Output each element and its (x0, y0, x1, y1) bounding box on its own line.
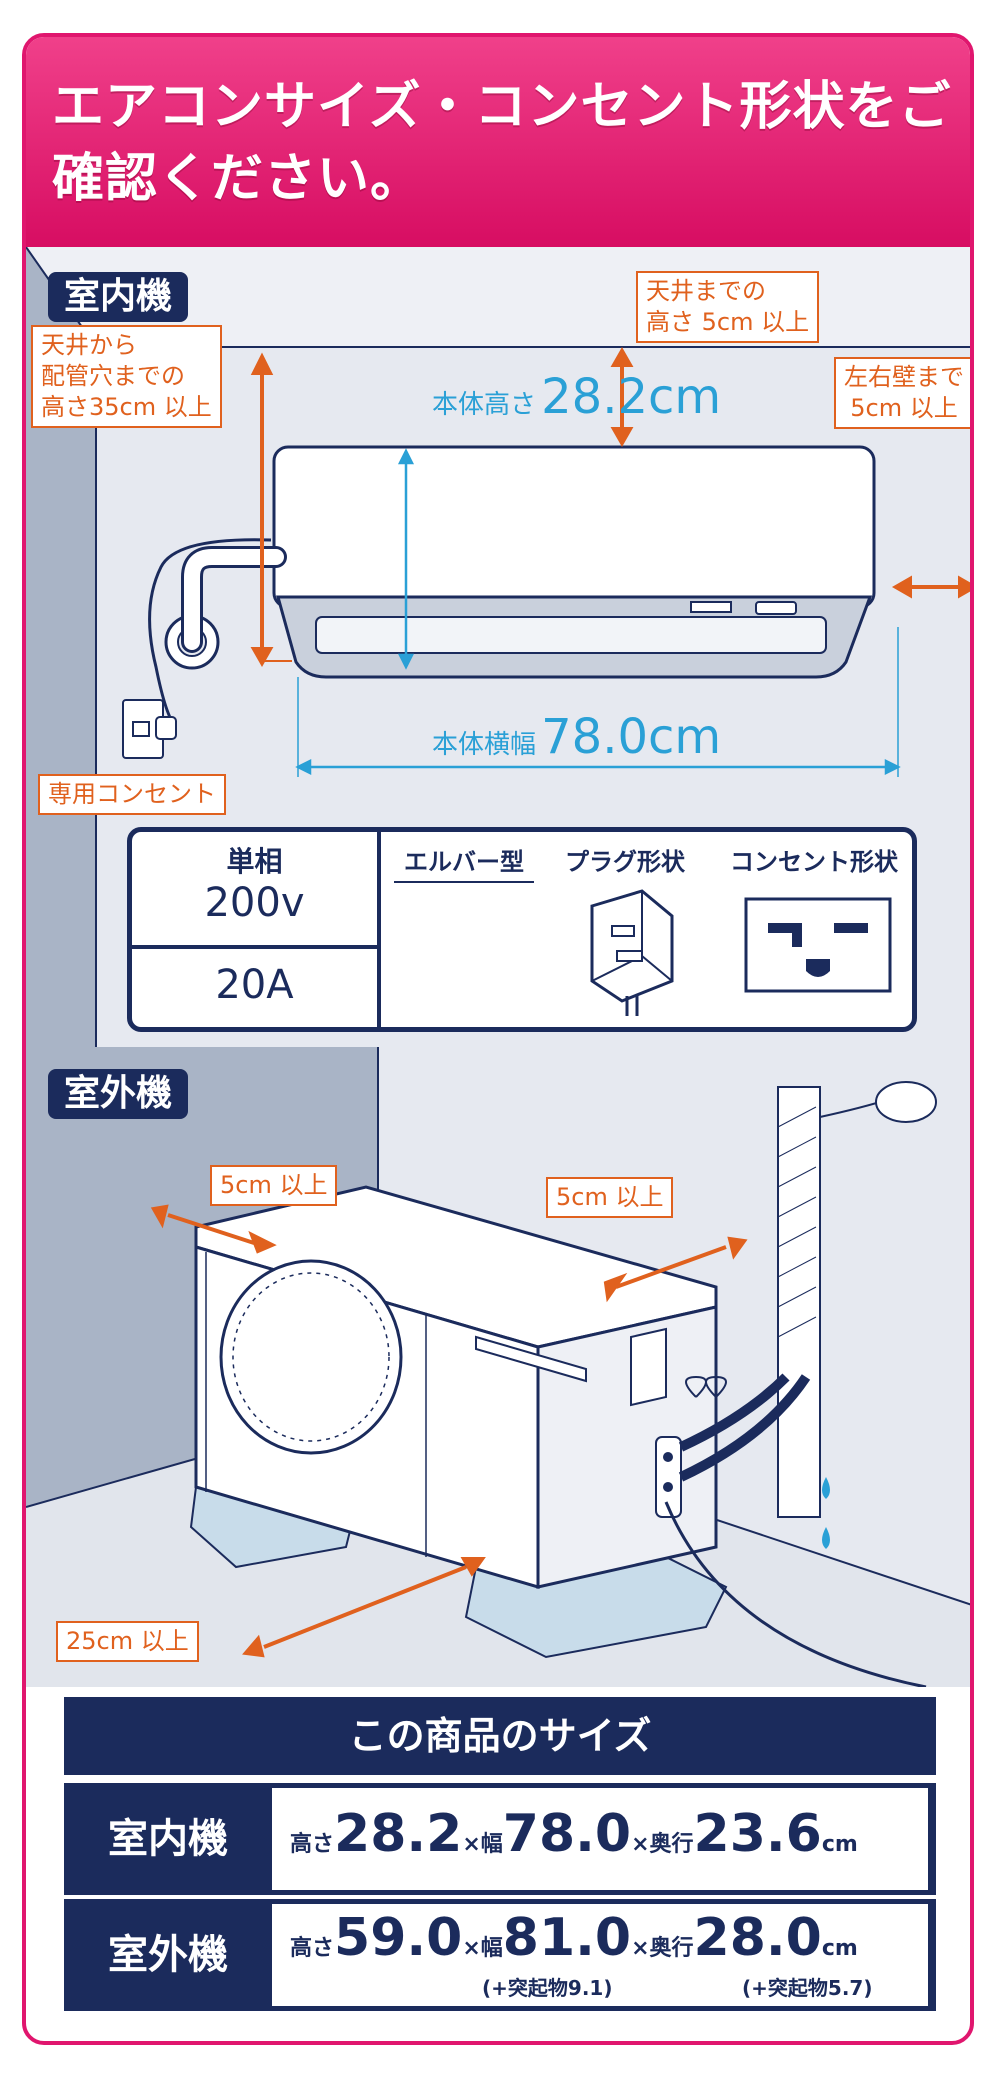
size-row-label: 室内機 (108, 1816, 228, 1862)
outdoor-front-clearance-note: 25cm 以上 (56, 1621, 199, 1662)
outlet-note: 専用コンセント (38, 774, 226, 815)
plug-icon (590, 889, 674, 1016)
outdoor-back-clearance-note: 5cm 以上 (546, 1177, 674, 1218)
size-table-title: この商品のサイズ (64, 1697, 936, 1775)
width-protrusion-note: (+突起物9.1) (482, 1976, 613, 2000)
width-value: 78.0cm (541, 709, 722, 765)
height-dimension: 本体高さ 28.2cm (432, 369, 721, 425)
size-row-indoor: 室内機 高さ28.2×幅78.0×奥行23.6cm (64, 1783, 936, 1895)
dimension-lines (295, 448, 901, 777)
power-spec-box: 単相 200v 20A エルバー型 プラグ形状 コンセント形状 (127, 827, 917, 1032)
pipe-and-cable (122, 538, 287, 759)
height-value: 28.2cm (541, 369, 722, 425)
outdoor-clearance-arrows (150, 1204, 748, 1658)
main-frame: エアコンサイズ・コンセント形状をご確認ください。 (22, 33, 974, 2045)
size-values: 高さ28.2×幅78.0×奥行23.6cm (290, 1804, 858, 1864)
size-values: 高さ59.0×幅81.0×奥行28.0cm (290, 1908, 858, 1968)
drain-pipe (664, 1081, 937, 1687)
phase-label: 単相 (226, 845, 283, 878)
voltage-value: 200v (204, 880, 305, 926)
page-title: エアコンサイズ・コンセント形状をご確認ください。 (52, 77, 952, 209)
indoor-unit (272, 445, 876, 679)
indoor-tag: 室内機 (48, 272, 189, 322)
header-banner: エアコンサイズ・コンセント形状をご確認ください。 (26, 37, 970, 247)
size-row-label: 室外機 (108, 1932, 228, 1978)
outlet-shape-icon (744, 897, 892, 993)
outdoor-tag: 室外機 (48, 1069, 189, 1119)
plug-shape-label: プラグ形状 (565, 848, 685, 876)
outdoor-section: 室外機 5cm 以上 5cm 以上 25cm 以上 (26, 1047, 970, 1687)
side-clearance-note: 左右壁まで 5cm 以上 (834, 357, 970, 429)
outdoor-unit (194, 1185, 718, 1590)
outlet-shape-label: コンセント形状 (730, 848, 898, 876)
clearance-arrows (250, 346, 970, 668)
ceiling-clearance-note: 天井までの 高さ 5cm 以上 (636, 271, 820, 343)
width-label: 本体横幅 (432, 730, 537, 760)
size-row-outdoor: 室外機 高さ59.0×幅81.0×奥行28.0cm (+突起物9.1) (+突起… (64, 1899, 936, 2011)
outdoor-illustration (26, 1047, 970, 1687)
elbow-type-label: エルバー型 (394, 842, 534, 883)
depth-protrusion-note: (+突起物5.7) (742, 1976, 873, 2000)
pipe-height-note: 天井から 配管穴までの 高さ35cm 以上 (31, 325, 222, 428)
amp-value: 20A (215, 962, 294, 1008)
height-label: 本体高さ (432, 390, 537, 420)
width-dimension: 本体横幅 78.0cm (432, 709, 721, 765)
outdoor-left-clearance-note: 5cm 以上 (210, 1165, 338, 1206)
indoor-section: 室内機 天井までの 高さ 5cm 以上 天井から 配管穴までの 高さ35cm 以… (26, 247, 970, 1047)
